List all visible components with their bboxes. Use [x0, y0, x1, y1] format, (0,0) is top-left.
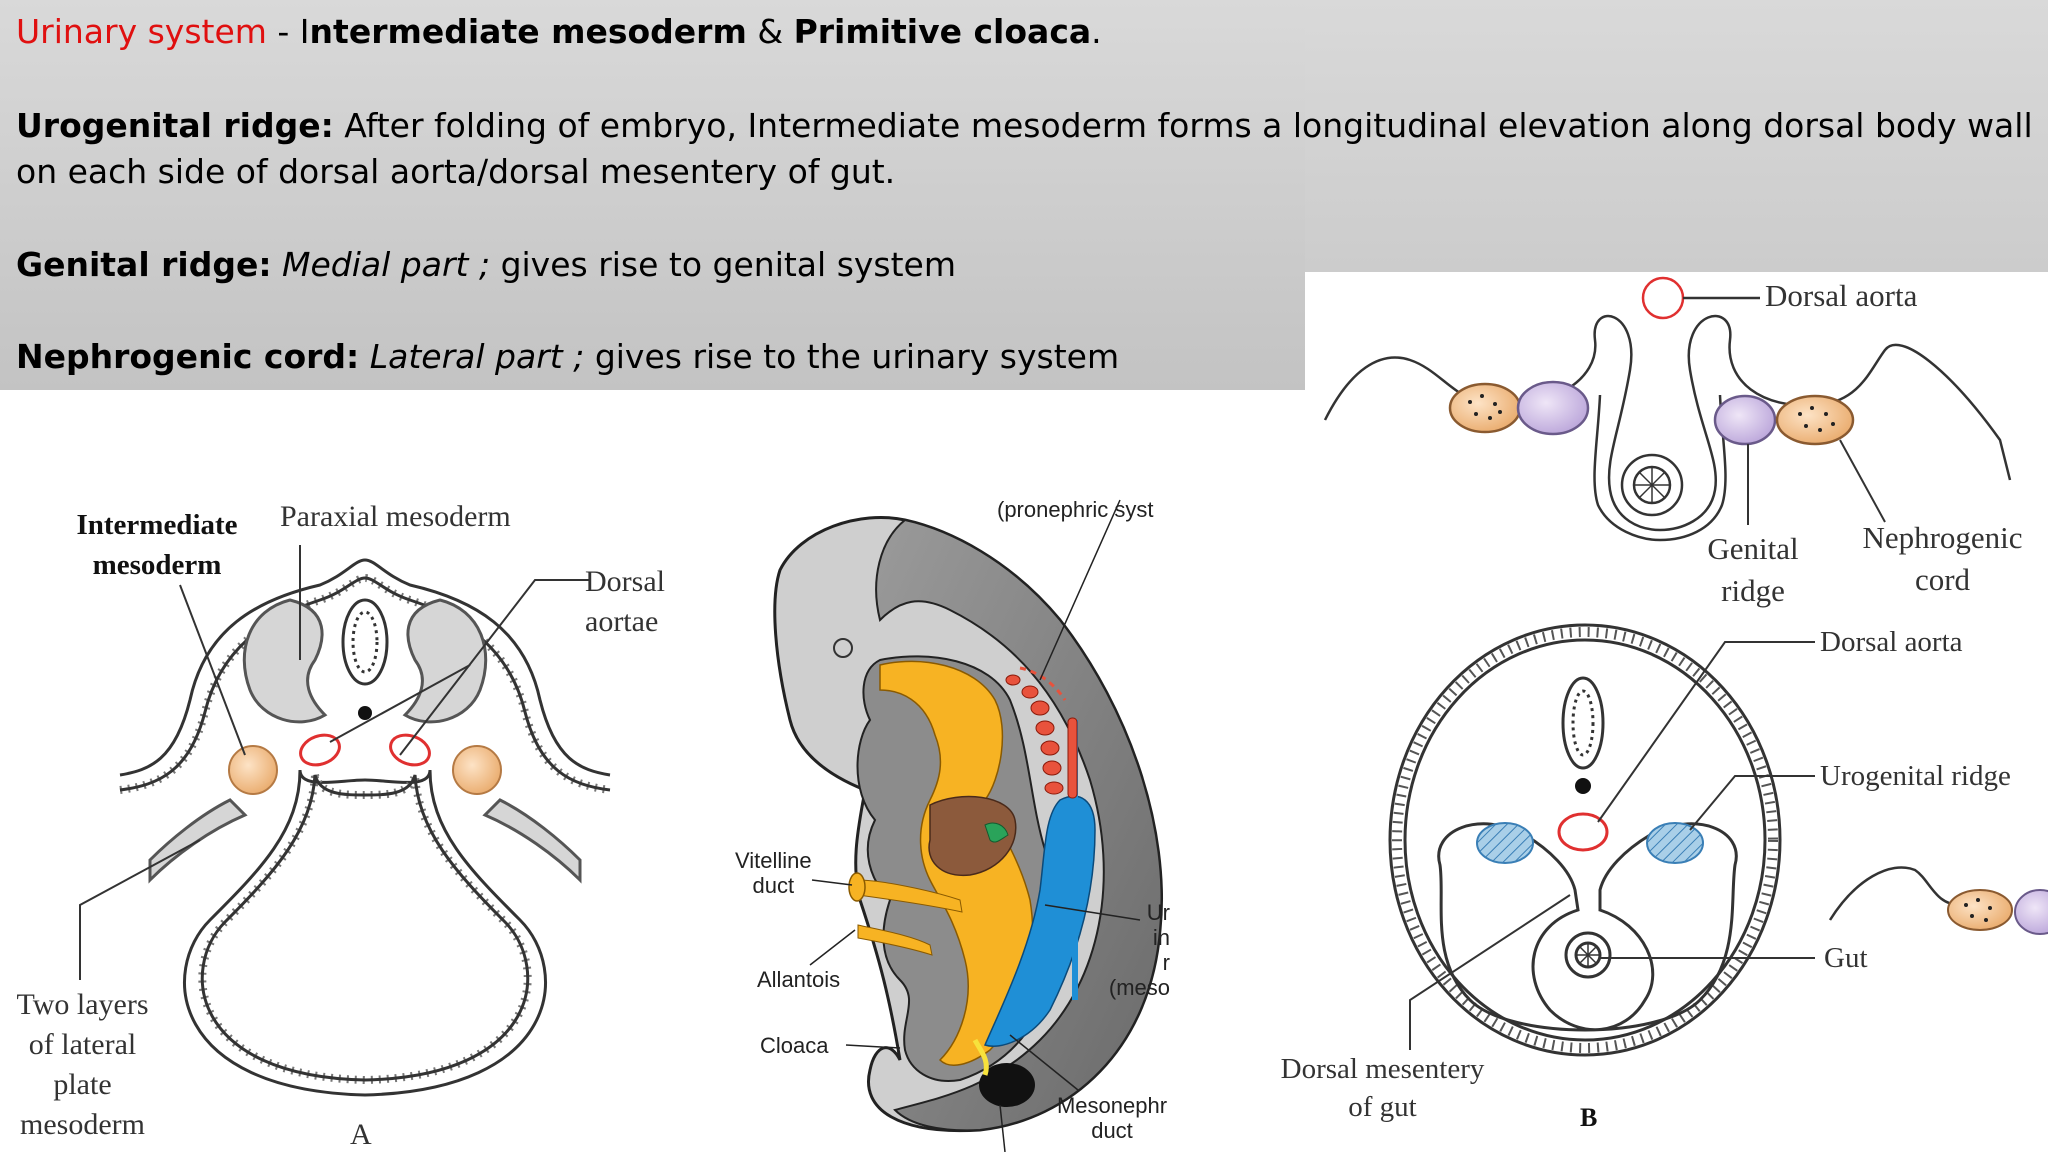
- label-pronephric-system: (pronephric syst: [997, 497, 1154, 522]
- gen-em: Medial part ;: [271, 245, 491, 284]
- diagram-a-letter: A: [350, 1118, 372, 1151]
- neph-label: Nephrogenic cord:: [16, 337, 360, 376]
- label-paraxial-mesoderm: Paraxial mesoderm: [280, 500, 511, 533]
- label-genital-line1: Genital: [1707, 531, 1799, 566]
- label-genital-line2: ridge: [1721, 573, 1785, 608]
- diagram-embryo-artwork: [773, 499, 1164, 1152]
- label-two-layers-lateral-plate: Two layers of lateral plate mesoderm: [0, 985, 165, 1145]
- label-dorsal-aorta-b: Dorsal aorta: [1820, 626, 1963, 658]
- label-two-line4: mesoderm: [20, 1108, 145, 1141]
- title-bold-2: Primitive cloaca: [793, 12, 1092, 51]
- diagram-top-artwork: [1323, 276, 2012, 542]
- label-intermediate-line2: mesoderm: [92, 549, 222, 581]
- label-meso-line1: Mesonephr: [1056, 1093, 1168, 1118]
- label-dorsal-aortae-line1: Dorsal: [585, 565, 665, 598]
- title-amp: &: [746, 12, 794, 51]
- label-intermediate-line1: Intermediate: [76, 509, 238, 541]
- label-vitelline-duct: Vitelline duct: [735, 848, 812, 898]
- label-neph-line1: Nephrogenic: [1862, 520, 2023, 555]
- neph-em: Lateral part ;: [359, 337, 585, 376]
- header-panel-extension: [1305, 0, 2048, 272]
- title-red: Urinary system: [16, 12, 267, 51]
- label-two-line2: of lateral: [28, 1028, 137, 1061]
- label-nephrogenic-cord: Nephrogenic cord: [1845, 517, 2040, 601]
- label-ur-line4: (meso: [1108, 975, 1170, 1000]
- slide-title: Urinary system - Intermediate mesoderm &…: [16, 12, 1102, 51]
- label-ur-line1: Ur: [1146, 900, 1170, 925]
- diagram-a-artwork: [79, 545, 611, 1097]
- label-neph-line2: cord: [1914, 562, 1971, 597]
- label-dorsal-aorta-top: Dorsal aorta: [1765, 278, 1918, 313]
- diagram-b-letter: B: [1580, 1103, 1598, 1132]
- label-two-line3: plate: [53, 1068, 112, 1101]
- label-ur-line3: r: [1162, 950, 1170, 975]
- label-ur-line2: in: [1152, 925, 1170, 950]
- label-dorsal-aortae-line2: aortae: [585, 605, 659, 638]
- label-urogenital-ridge: Urogenital ridge: [1820, 760, 2011, 792]
- neph-body: gives rise to the urinary system: [584, 337, 1120, 376]
- genital-ridge-text: Genital ridge: Medial part ; gives rise …: [16, 245, 956, 284]
- label-meso-line2: duct: [1091, 1118, 1133, 1143]
- label-genital-ridge: Genital ridge: [1688, 528, 1818, 612]
- label-intermediate-mesoderm: Intermediate mesoderm: [62, 505, 252, 585]
- label-mesentery-line2: of gut: [1348, 1091, 1417, 1123]
- title-bold-1: ntermediate mesoderm: [309, 12, 747, 51]
- label-two-line1: Two layers: [16, 988, 149, 1021]
- label-vitelline-line1: Vitelline: [735, 848, 812, 873]
- label-dorsal-mesentery: Dorsal mesentery of gut: [1265, 1050, 1500, 1126]
- label-mesonephric-duct: Mesonephr duct: [1052, 1093, 1172, 1143]
- label-ureteric-bud-partial: Ur in r (meso: [1100, 900, 1170, 1000]
- label-vitelline-line2: duct: [752, 873, 795, 898]
- urogenital-ridge-text: Urogenital ridge: After folding of embry…: [16, 103, 2036, 195]
- label-cloaca: Cloaca: [760, 1033, 829, 1058]
- uro-body: After folding of embryo, Intermediate me…: [16, 106, 2033, 191]
- label-dorsal-aortae: Dorsal aortae: [585, 562, 665, 642]
- gen-label: Genital ridge:: [16, 245, 272, 284]
- title-sep: - I: [266, 12, 310, 51]
- header-panel: [0, 0, 1305, 390]
- diagram-b-artwork: [1388, 623, 2048, 1057]
- title-end: .: [1091, 12, 1102, 51]
- uro-label: Urogenital ridge:: [16, 106, 334, 145]
- label-gut: Gut: [1824, 942, 1868, 974]
- label-allantois: Allantois: [757, 967, 841, 992]
- gen-body: gives rise to genital system: [490, 245, 956, 284]
- nephrogenic-cord-text: Nephrogenic cord: Lateral part ; gives r…: [16, 337, 1119, 376]
- label-mesentery-line1: Dorsal mesentery: [1280, 1053, 1485, 1085]
